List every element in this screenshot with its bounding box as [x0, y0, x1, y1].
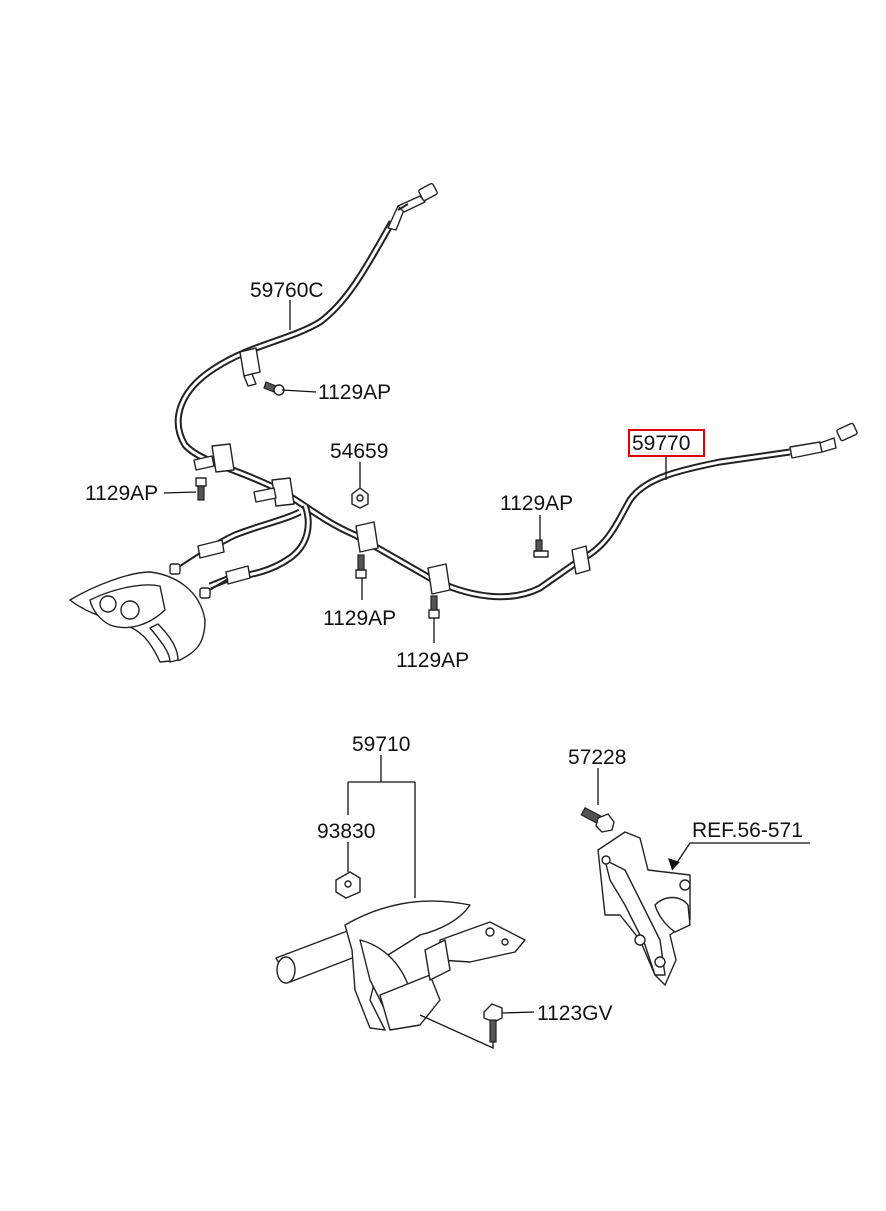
bolt-1129ap-middle[interactable] — [355, 554, 367, 579]
label-1129ap-left[interactable]: 1129AP — [85, 482, 158, 505]
bolt-1129ap-top[interactable] — [263, 381, 285, 396]
bolt-57228[interactable] — [580, 806, 615, 833]
label-57228[interactable]: 57228 — [568, 746, 626, 769]
bolt-1129ap-lower[interactable] — [428, 595, 440, 619]
label-59760c[interactable]: 59760C — [250, 279, 324, 302]
brake-shield — [69, 571, 206, 663]
cable-right-59770[interactable] — [578, 422, 858, 564]
parking-brake-lever[interactable] — [275, 900, 526, 1031]
cable-clips — [193, 347, 591, 595]
label-1129ap-middle[interactable]: 1129AP — [323, 607, 396, 630]
label-54659[interactable]: 54659 — [330, 440, 388, 463]
label-1129ap-lower[interactable]: 1129AP — [396, 649, 469, 672]
bolt-1129ap-left[interactable] — [195, 477, 207, 501]
mount-bracket[interactable] — [597, 831, 691, 986]
bolt-1129ap-right[interactable] — [533, 539, 549, 558]
cable-branches — [169, 503, 312, 599]
label-59710[interactable]: 59710 — [352, 733, 410, 756]
label-1123gv[interactable]: 1123GV — [537, 1002, 613, 1025]
label-1129ap-right[interactable]: 1129AP — [500, 492, 573, 515]
highlight-box — [628, 429, 705, 457]
bolt-1123gv[interactable] — [483, 1003, 503, 1043]
label-1129ap-top[interactable]: 1129AP — [318, 381, 391, 404]
label-93830[interactable]: 93830 — [317, 820, 375, 843]
label-59770[interactable]: 59770 — [632, 432, 690, 455]
cable-assembly — [69, 182, 858, 663]
part-labels: 59760C 1129AP 54659 59770 1129AP 1129AP … — [85, 279, 803, 1025]
leader-lines — [163, 300, 810, 1050]
label-ref-56-571[interactable]: REF.56-571 — [692, 819, 803, 842]
part-93830[interactable] — [335, 871, 361, 899]
nut-54659[interactable] — [351, 487, 369, 509]
